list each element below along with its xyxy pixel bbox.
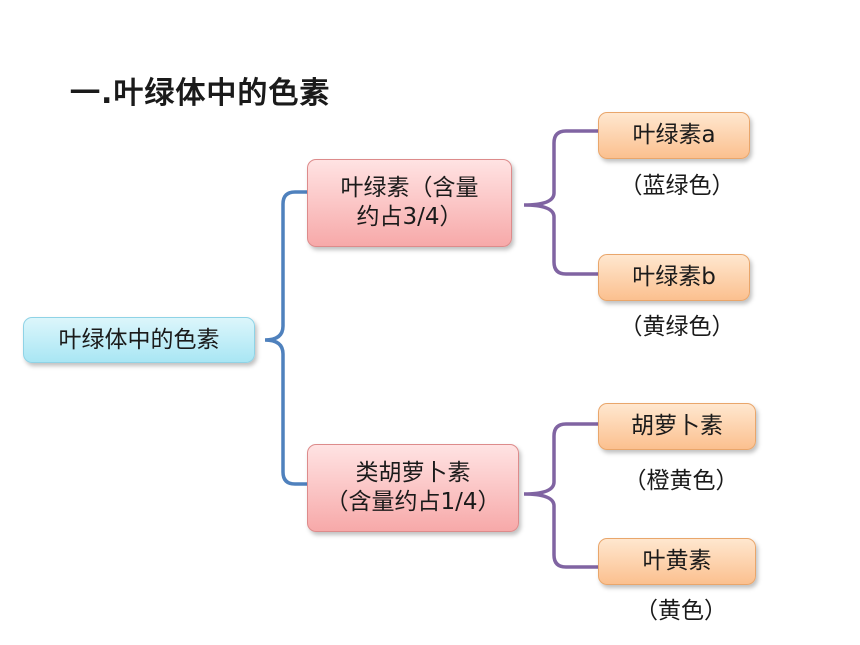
root-node-chloroplast-pigments: 叶绿体中的色素 [23,317,255,363]
group-node-label-line2: 约占3/4） [356,204,463,230]
color-note-xanthophyll: （黄色） [635,598,727,624]
leaf-node-xanthophyll: 叶黄素 [598,538,756,585]
leaf-node-carotene: 胡萝卜素 [598,403,756,450]
group-node-label-line1: 叶绿素（含量 [340,175,479,202]
color-note-carotene: （橙黄色） [623,468,739,494]
chlorophyll-bracket [523,129,600,276]
color-note-chlorophyll-a: （蓝绿色） [619,173,735,199]
leaf-node-chlorophyll-a: 叶绿素a [598,112,750,159]
group-node-label-line2: （含量约占1/4） [325,489,501,515]
leaf-node-chlorophyll-b: 叶绿素b [598,254,750,301]
color-note-chlorophyll-b: （黄绿色） [619,314,735,340]
group-node-carotenoids: 类胡萝卜素 （含量约占1/4） [307,444,519,532]
group-node-label-line1: 类胡萝卜素 [355,460,471,487]
page-title: 一.叶绿体中的色素 [70,76,331,111]
root-bracket [264,190,309,486]
group-node-chlorophyll: 叶绿素（含量 约占3/4） [307,159,512,247]
carotenoid-bracket [523,422,600,569]
